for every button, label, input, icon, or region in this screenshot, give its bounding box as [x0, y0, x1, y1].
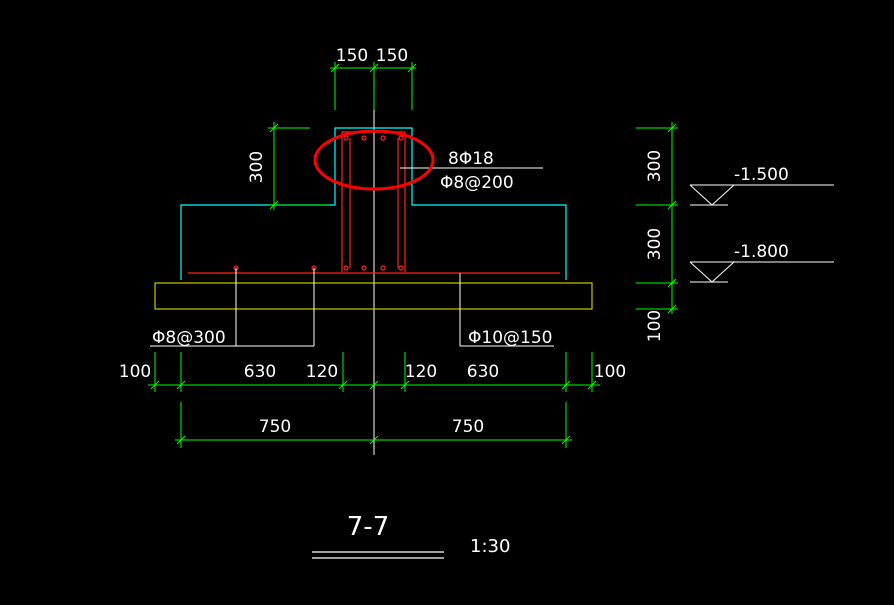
- rebar-dot: [398, 265, 404, 271]
- dim-elev-300-top: 300: [645, 150, 665, 182]
- dim-bot-right: 100: [594, 362, 626, 382]
- dim-half-left: 750: [259, 417, 291, 437]
- rebar-dot: [380, 135, 386, 141]
- dim-col-left: 150: [336, 46, 368, 66]
- dim-elev-100: 100: [645, 310, 665, 342]
- section-title: 7-7: [347, 512, 389, 542]
- rebar-group: [188, 131, 560, 274]
- dimension-lines: [148, 62, 678, 448]
- highlight-ellipse: [313, 129, 435, 191]
- rebar-dot: [361, 135, 367, 141]
- dim-elev-300-mid: 300: [645, 228, 665, 260]
- rebar-dot: [361, 265, 367, 271]
- dim-right-120: 120: [405, 362, 437, 382]
- dim-col-right: 150: [376, 46, 408, 66]
- label-left-mesh: Φ8@300: [152, 328, 226, 348]
- elevation-lower: -1.800: [734, 242, 789, 262]
- dim-col-height: 300: [247, 151, 267, 183]
- elevation-marker-lower: [689, 261, 834, 283]
- dim-right-630: 630: [467, 362, 499, 382]
- title-underline: [312, 551, 444, 559]
- cushion-layer: [154, 282, 593, 310]
- rebar-dot: [380, 265, 386, 271]
- dim-left-630: 630: [244, 362, 276, 382]
- rebar-dot: [343, 135, 349, 141]
- label-stirrup: Φ8@200: [440, 173, 514, 193]
- dim-bot-left: 100: [119, 362, 151, 382]
- footing-outline: [180, 127, 567, 280]
- section-scale: 1:30: [470, 536, 510, 557]
- leader-lines: [150, 167, 554, 347]
- dim-half-right: 750: [452, 417, 484, 437]
- dim-left-120: 120: [306, 362, 338, 382]
- elevation-upper: -1.500: [734, 165, 789, 185]
- label-right-mesh: Φ10@150: [468, 328, 552, 348]
- rebar-dot: [398, 135, 404, 141]
- elevation-marker-upper: [689, 184, 834, 206]
- rebar-dot: [343, 265, 349, 271]
- label-main-rebar: 8Φ18: [448, 149, 494, 169]
